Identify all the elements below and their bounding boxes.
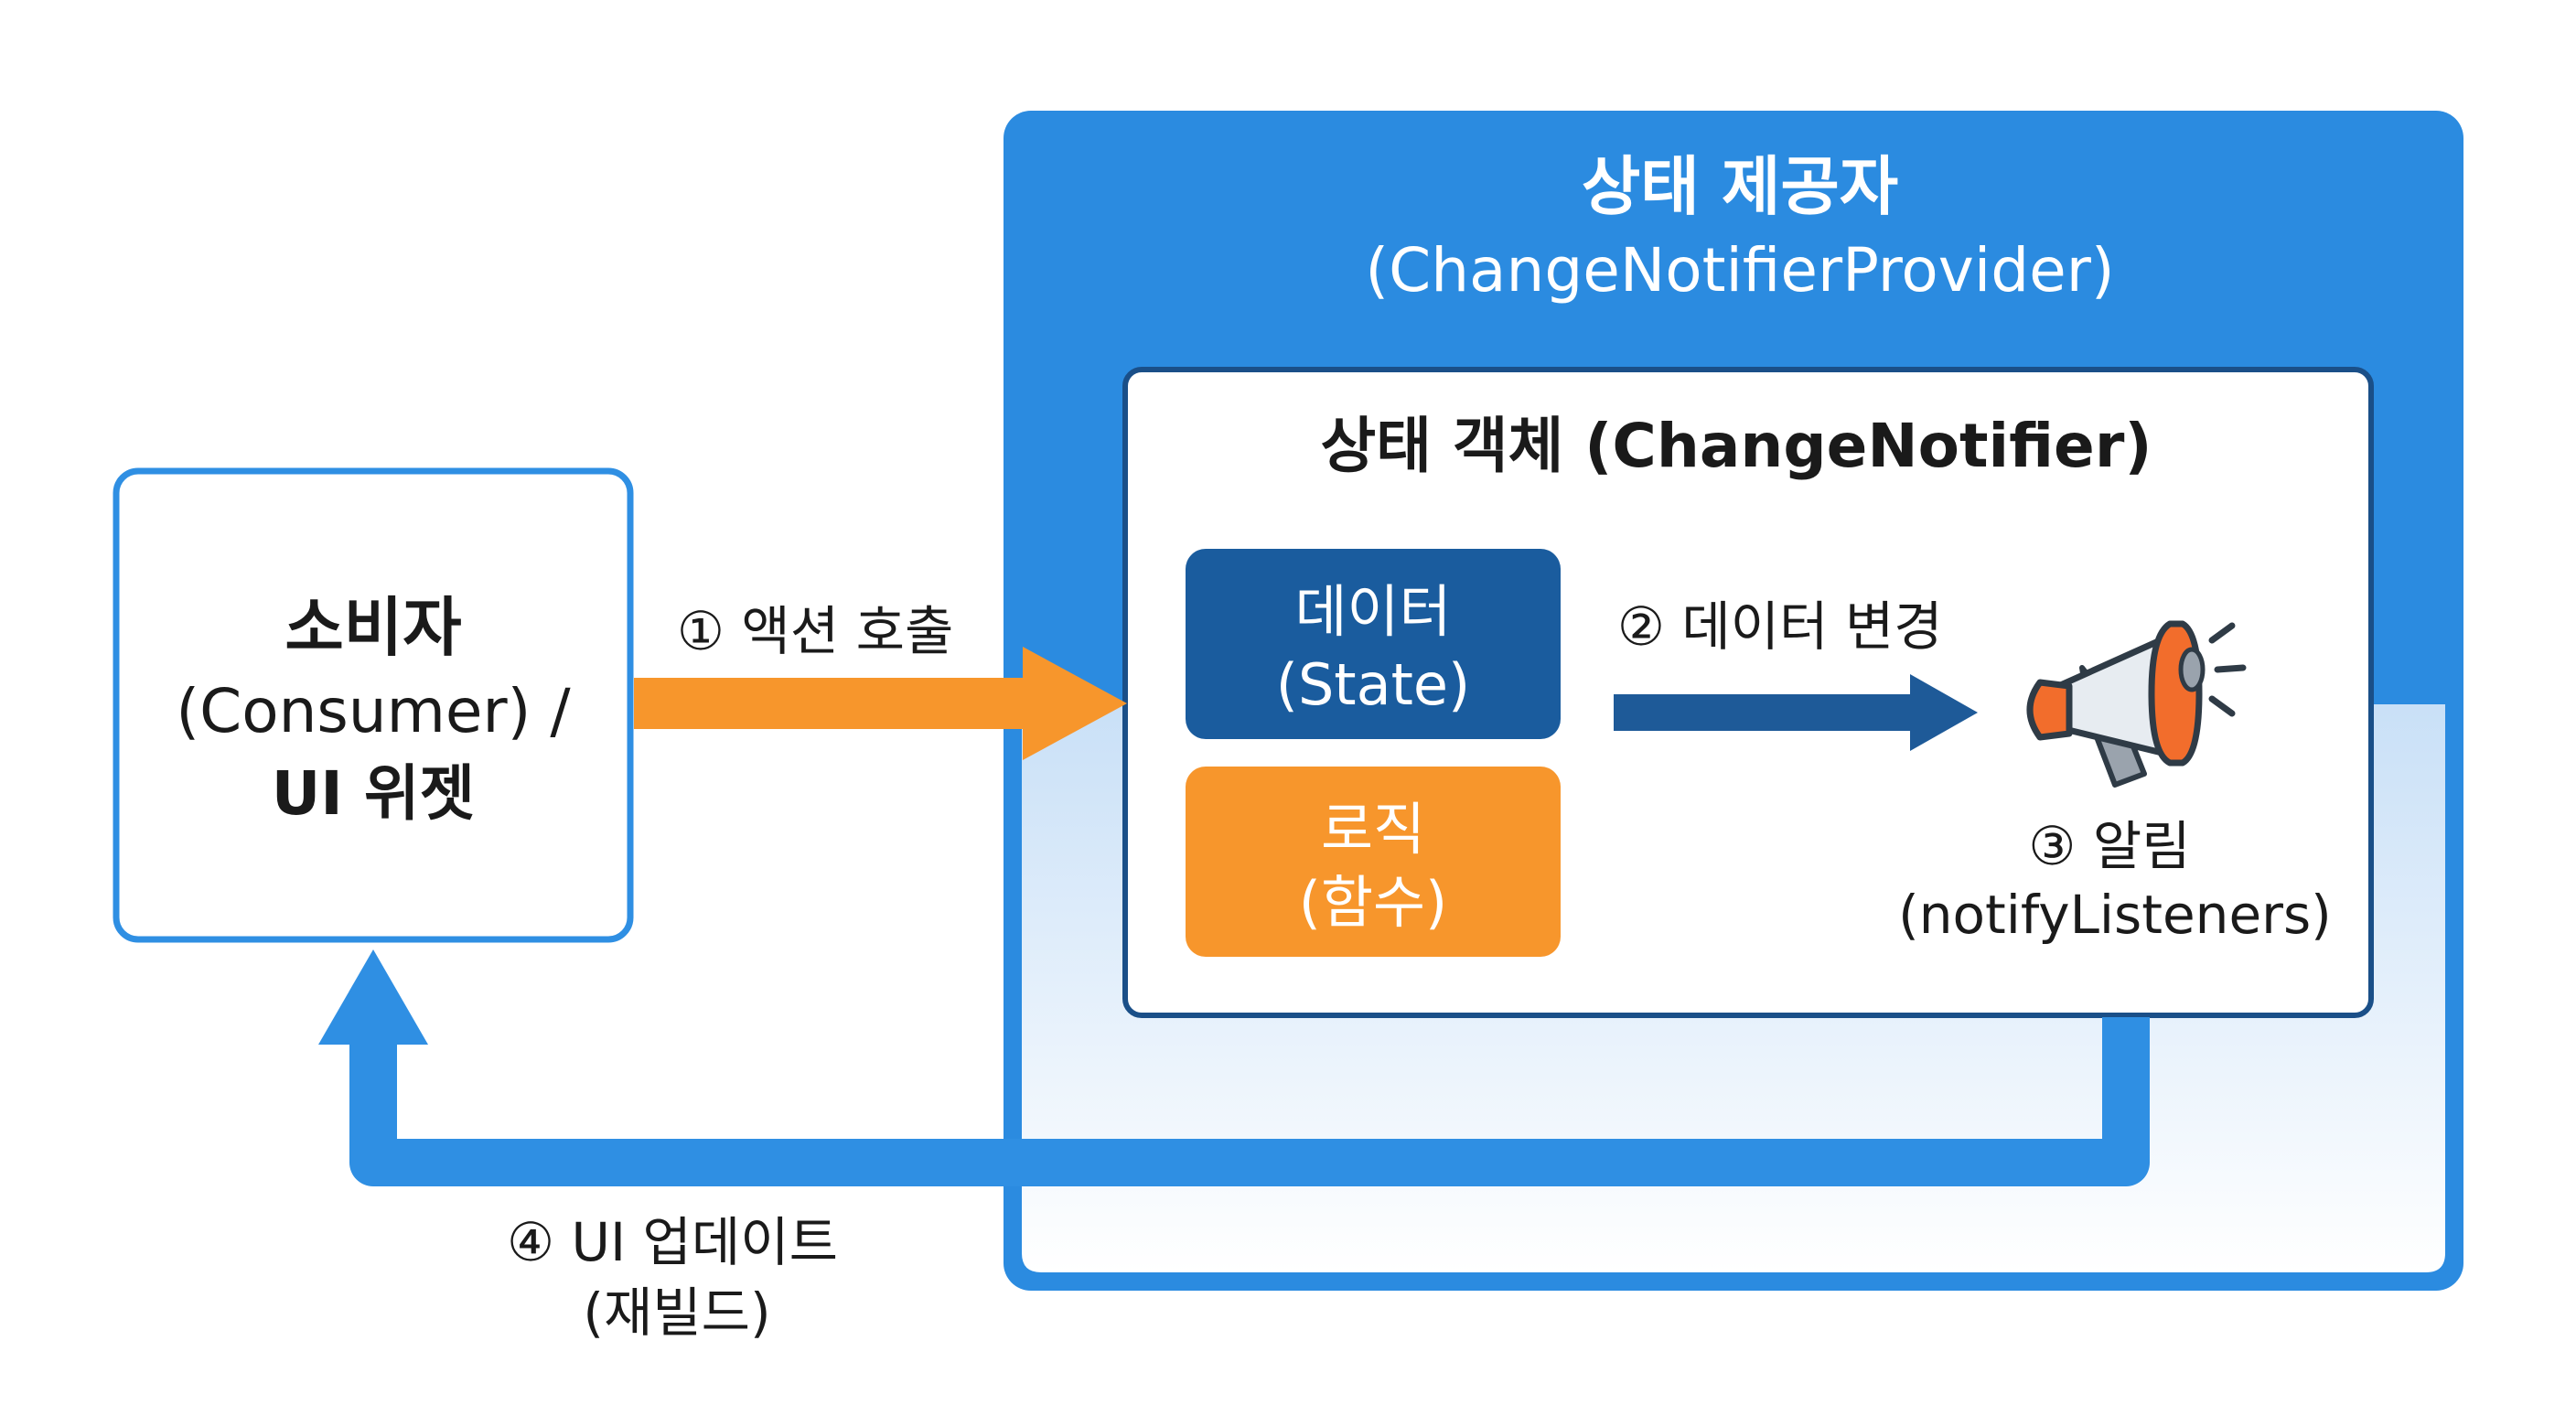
- step3-label: ③ 알림: [2028, 815, 2190, 877]
- step3-sublabel: (notifyListeners): [1898, 884, 2332, 946]
- provider-title: 상태 제공자: [1582, 149, 1898, 224]
- step1-label: ① 액션 호출: [677, 600, 953, 662]
- provider-subtitle: (ChangeNotifierProvider): [1365, 235, 2114, 306]
- consumer-widget-box: 소비자 (Consumer) / UI 위젯: [113, 467, 634, 943]
- logic-sublabel: (함수): [1299, 869, 1447, 936]
- consumer-subtitle: (Consumer) /: [176, 676, 571, 746]
- data-state-sublabel: (State): [1276, 651, 1471, 718]
- data-change-arrow: [1614, 674, 1978, 751]
- logic-label: 로직: [1321, 796, 1425, 863]
- consumer-ui-widget: UI 위젯: [272, 758, 476, 829]
- megaphone-icon: [2026, 620, 2247, 788]
- data-state-label: 데이터: [1294, 578, 1451, 645]
- state-object-title: 상태 객체 (ChangeNotifier): [1320, 411, 2152, 481]
- logic-function-box: 로직 (함수): [1186, 767, 1561, 957]
- data-state-box: 데이터 (State): [1186, 549, 1561, 739]
- action-call-arrow: [634, 647, 1127, 760]
- step4-sublabel: (재빌드): [583, 1282, 770, 1344]
- ui-update-feedback-arrow: [318, 949, 2150, 1186]
- step2-label: ② 데이터 변경: [1617, 595, 1943, 658]
- consumer-title: 소비자: [284, 590, 461, 665]
- step4-label: ④ UI 업데이트: [507, 1211, 838, 1273]
